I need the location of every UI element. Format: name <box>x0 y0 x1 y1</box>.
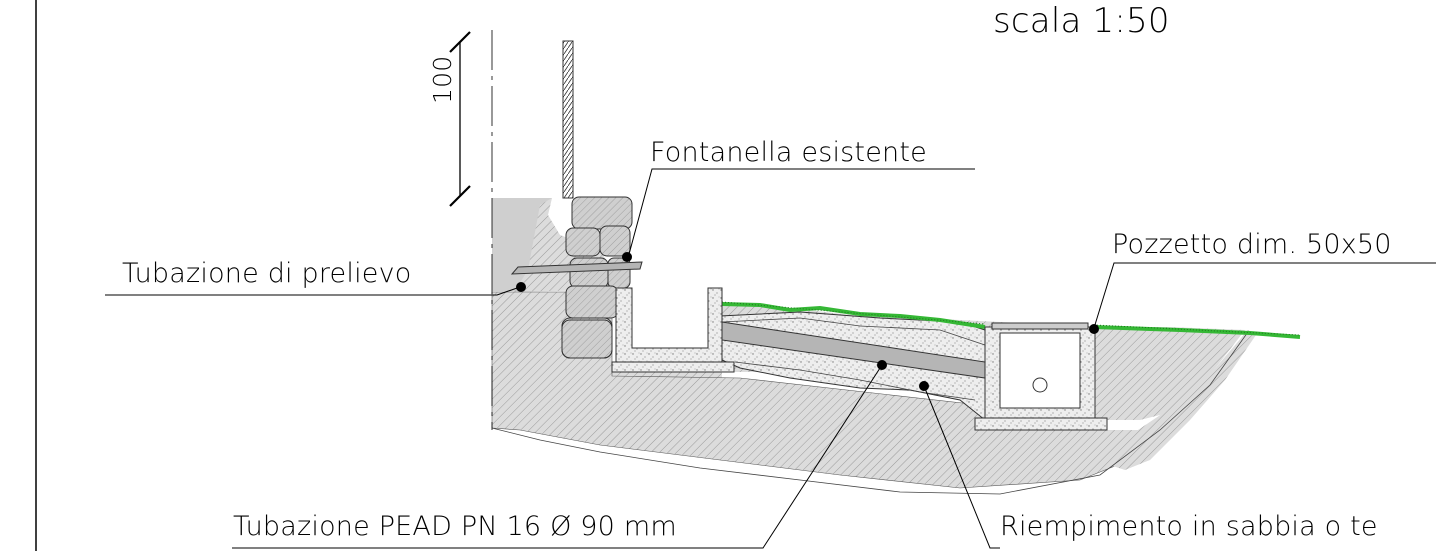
scale-label: scala 1:50 <box>993 1 1170 41</box>
dimension-label: 100 <box>428 55 457 104</box>
leader-dots <box>516 252 1099 391</box>
manhole-pozzetto <box>974 322 1108 431</box>
wall-railing <box>562 40 574 199</box>
label-pozzetto: Pozzetto dim. 50x50 <box>1112 229 1392 260</box>
intake-pipe <box>510 261 643 275</box>
leader-lines <box>105 168 1436 549</box>
fountain-basin <box>611 287 735 373</box>
label-prelievo: Tubazione di prelievo <box>122 258 412 289</box>
label-pead: Tubazione PEAD PN 16 Ø 90 mm <box>233 511 677 542</box>
grass-line <box>721 301 1301 339</box>
label-riempimento: Riempimento in sabbia o te <box>1000 511 1378 542</box>
label-fontanella: Fontanella esistente <box>650 137 927 168</box>
dimension-100 <box>449 30 493 430</box>
